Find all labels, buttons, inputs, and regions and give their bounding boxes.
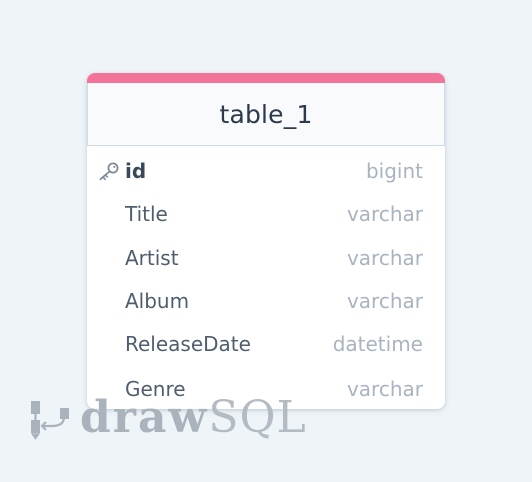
table-card[interactable]: table_1 id bigint Title varchar Artist v…: [87, 73, 445, 409]
column-name: Artist: [125, 246, 179, 270]
column-name: Album: [125, 289, 190, 313]
column-type: datetime: [332, 332, 423, 356]
table-accent-bar: [87, 73, 445, 83]
column-row-artist[interactable]: Artist varchar: [87, 246, 445, 270]
column-type: varchar: [346, 377, 423, 401]
table-header[interactable]: table_1: [87, 83, 445, 146]
column-name: Genre: [125, 377, 186, 401]
key-icon: [99, 162, 119, 181]
column-type: varchar: [346, 246, 423, 270]
column-row-title[interactable]: Title varchar: [87, 202, 445, 226]
column-row-genre[interactable]: Genre varchar: [87, 377, 445, 401]
column-row-releasedate[interactable]: ReleaseDate datetime: [87, 332, 445, 356]
watermark-brand-sql: SQL: [208, 392, 307, 443]
column-name: Title: [125, 202, 168, 226]
column-type: varchar: [346, 289, 423, 313]
column-type: bigint: [365, 159, 423, 183]
watermark-brand-draw: draw: [80, 392, 209, 443]
column-name: ReleaseDate: [125, 332, 251, 356]
column-row-album[interactable]: Album varchar: [87, 289, 445, 313]
drawsql-logo-icon: [31, 401, 69, 440]
column-type: varchar: [346, 202, 423, 226]
column-name: id: [125, 159, 147, 183]
table-title: table_1: [219, 99, 313, 129]
column-row-id[interactable]: id bigint: [87, 159, 445, 183]
drawsql-watermark: draw SQL: [30, 392, 307, 444]
